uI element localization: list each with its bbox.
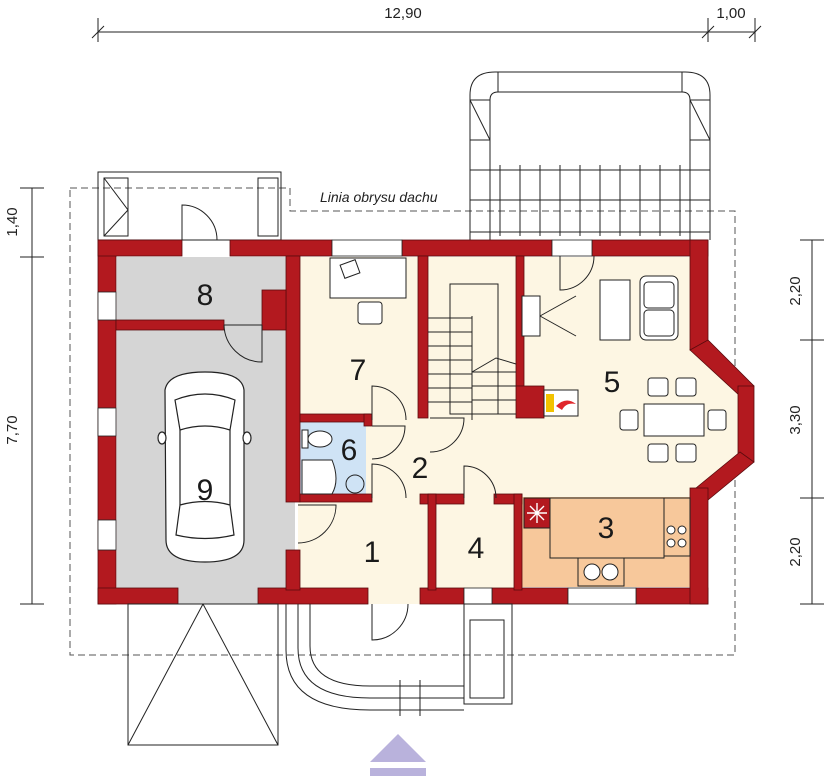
room-number-1: 1 xyxy=(364,536,381,569)
car-icon xyxy=(157,371,252,563)
roof-outline-label: Linia obrysu dachu xyxy=(320,189,438,205)
front-walkway xyxy=(127,603,513,746)
windows xyxy=(97,239,637,605)
entrance-arrow-icon xyxy=(370,734,426,776)
office-furniture xyxy=(329,257,407,325)
garage-canopy xyxy=(97,171,282,241)
terrace-pergola xyxy=(469,71,711,240)
room-number-5: 5 xyxy=(604,366,621,399)
dimension-right-upper: 2,20 xyxy=(787,276,804,305)
room-number-3: 3 xyxy=(598,512,615,545)
room-number-9: 9 xyxy=(197,474,214,507)
staircase xyxy=(428,283,517,420)
dimension-top-extra: 1,00 xyxy=(716,5,745,22)
room-number-8: 8 xyxy=(197,279,214,312)
dimension-left-main: 7,70 xyxy=(4,415,21,444)
doors xyxy=(181,204,595,641)
room-number-7: 7 xyxy=(350,354,367,387)
dimension-left-upper: 1,40 xyxy=(4,207,21,236)
living-furniture xyxy=(521,275,727,463)
dimension-lines xyxy=(20,18,824,605)
bathroom-fixtures xyxy=(301,429,365,495)
room-number-2: 2 xyxy=(412,452,429,485)
kitchen-counters xyxy=(523,497,691,587)
dimension-top-main: 12,90 xyxy=(384,5,422,22)
floor-fills xyxy=(117,257,750,604)
fireplace-icon xyxy=(543,389,579,417)
roof-outline xyxy=(69,187,736,656)
room-number-4: 4 xyxy=(468,532,485,565)
room-number-6: 6 xyxy=(341,434,358,467)
walls xyxy=(97,239,755,605)
dimension-right-lower: 2,20 xyxy=(787,537,804,566)
dimension-right-middle: 3,30 xyxy=(787,405,804,434)
